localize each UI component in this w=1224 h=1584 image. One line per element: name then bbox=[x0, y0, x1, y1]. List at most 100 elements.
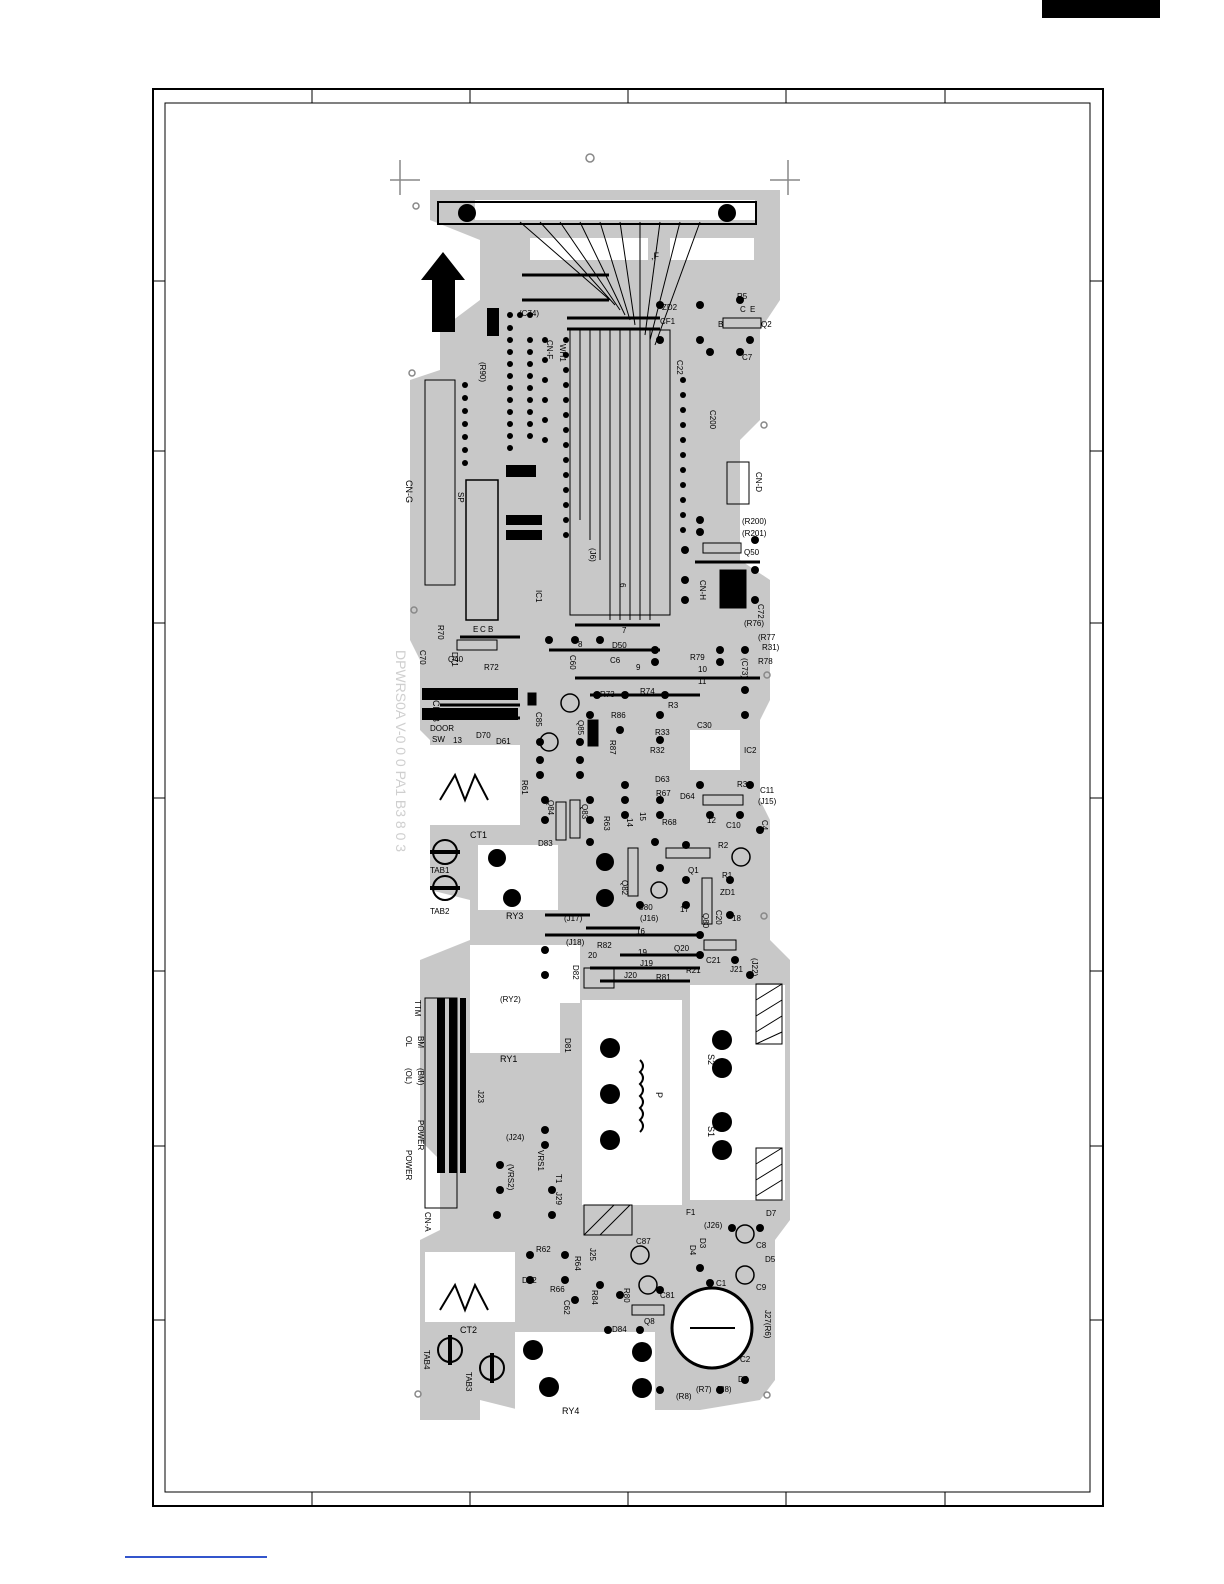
label-r63: R63 bbox=[602, 816, 611, 831]
label-d84: D84 bbox=[612, 1325, 627, 1334]
label-r3: R3 bbox=[668, 701, 679, 710]
label-d71: D71 bbox=[450, 652, 459, 667]
label-c11: C11 bbox=[760, 786, 775, 795]
corner-tab bbox=[1042, 0, 1160, 18]
label-r62: R62 bbox=[536, 1245, 551, 1254]
label-cn-g: CN-G bbox=[404, 480, 414, 503]
label-r77: (R77 bbox=[758, 633, 776, 642]
label-c6: C6 bbox=[610, 656, 621, 665]
power-strip bbox=[437, 998, 466, 1173]
label-r76: (R76) bbox=[744, 619, 764, 628]
label-c7: C7 bbox=[742, 353, 753, 362]
label-r200: (R200) bbox=[742, 517, 767, 526]
label-j17: (J17) bbox=[564, 914, 583, 923]
label-d50: D50 bbox=[612, 641, 627, 650]
label-power-1: POWER bbox=[416, 1120, 425, 1150]
small-capacitors bbox=[539, 693, 755, 1295]
label-r90: (R90) bbox=[478, 362, 487, 382]
label-r31b: R31) bbox=[762, 643, 780, 652]
label-r78: R78 bbox=[758, 657, 773, 666]
label-r7: (R7) bbox=[696, 1385, 712, 1394]
footer-link-underline[interactable] bbox=[125, 1556, 267, 1558]
label-c21: C21 bbox=[706, 956, 721, 965]
label-j26: (J26) bbox=[704, 1221, 723, 1230]
label-c87: C87 bbox=[636, 1237, 651, 1246]
label-j27: J27(R6) bbox=[763, 1310, 772, 1339]
label-d81: D81 bbox=[563, 1038, 572, 1053]
label-ry4: RY4 bbox=[562, 1406, 579, 1416]
label-n10: 10 bbox=[698, 665, 707, 674]
large-pads bbox=[488, 849, 732, 1398]
label-r70: R70 bbox=[436, 625, 445, 640]
label-q83: Q83 bbox=[580, 804, 589, 820]
label-ttm: TTM bbox=[413, 1000, 422, 1017]
label-door: DOOR bbox=[430, 724, 454, 733]
label-ct1: CT1 bbox=[470, 830, 487, 840]
label-r87: R87 bbox=[608, 740, 617, 755]
label-tab2: TAB2 bbox=[430, 907, 450, 916]
label-bm: BM bbox=[416, 1036, 425, 1048]
label-d83: D83 bbox=[538, 839, 553, 848]
label-r61: R61 bbox=[520, 780, 529, 795]
label-n18: 18 bbox=[732, 914, 741, 923]
label-d64: D64 bbox=[680, 792, 695, 801]
label-t1: T1 bbox=[554, 1174, 563, 1184]
label-n7: 7 bbox=[622, 626, 627, 635]
label-cf1: CF1 bbox=[660, 317, 676, 326]
label-c70: C70 bbox=[418, 650, 427, 665]
label-c2: C2 bbox=[740, 1355, 751, 1364]
terminal-tabs bbox=[430, 839, 505, 1383]
label-c30: C30 bbox=[697, 721, 712, 730]
component-pads bbox=[493, 296, 764, 1394]
label-j6: (J6) bbox=[588, 548, 597, 562]
label-c74: (C74) bbox=[519, 309, 539, 318]
resistor-array bbox=[462, 308, 548, 540]
label-j24: (J24) bbox=[506, 1133, 525, 1142]
label-j22: (J22) bbox=[750, 958, 759, 977]
label-c-q2: C bbox=[740, 305, 746, 314]
ct-coils bbox=[439, 772, 489, 1313]
label-j29: J29 bbox=[554, 1192, 563, 1205]
label-r32: R32 bbox=[650, 746, 665, 755]
label-c22: C22 bbox=[675, 360, 684, 375]
label-cn-d: CN-D bbox=[754, 472, 763, 492]
label-d61: D61 bbox=[496, 737, 511, 746]
label-e-q40: E bbox=[473, 625, 478, 634]
label-q2: Q2 bbox=[761, 320, 772, 329]
label-b-q40: B bbox=[488, 625, 493, 634]
label-n9: 9 bbox=[636, 663, 641, 672]
label-tab4: TAB4 bbox=[422, 1350, 431, 1370]
ic1-pins bbox=[563, 337, 686, 538]
label-c200: C200 bbox=[708, 410, 717, 430]
component-labels: R5 ZD2 CF1 Q2 C7 (C74) (R90) CN-F WH1 C2… bbox=[404, 292, 780, 1416]
label-n12: 12 bbox=[707, 816, 716, 825]
label-c62: C62 bbox=[562, 1300, 571, 1315]
registration-marks bbox=[390, 153, 800, 1399]
label-q1: Q1 bbox=[688, 866, 699, 875]
label-q8: Q8 bbox=[644, 1317, 655, 1326]
label-r67: R67 bbox=[656, 789, 671, 798]
label-r74: R74 bbox=[640, 687, 655, 696]
label-r80: R80 bbox=[622, 1288, 631, 1303]
label-b-q2: B bbox=[718, 320, 723, 329]
label-r86: R86 bbox=[611, 711, 626, 720]
power-connector bbox=[424, 997, 458, 1209]
label-r79: R79 bbox=[690, 653, 705, 662]
label-c1: C1 bbox=[716, 1279, 727, 1288]
hatched-blocks bbox=[583, 967, 783, 1236]
label-j21: J21 bbox=[730, 965, 743, 974]
label-zd1: ZD1 bbox=[720, 888, 736, 897]
label-f1: F1 bbox=[686, 1208, 696, 1217]
label-q80: Q80 bbox=[701, 913, 710, 929]
label-n8: 8 bbox=[578, 640, 583, 649]
label-r1: R1 bbox=[722, 871, 733, 880]
label-c72: C72 bbox=[756, 604, 765, 619]
label-d82: D82 bbox=[571, 965, 580, 980]
label-c4: C4 bbox=[760, 820, 769, 831]
label-wh1: WH1 bbox=[558, 344, 567, 362]
coil-p bbox=[638, 1059, 644, 1133]
label-r21: R21 bbox=[686, 966, 701, 975]
label-r82: R82 bbox=[597, 941, 612, 950]
label-vrs1: VRS1 bbox=[536, 1150, 545, 1171]
sp-element bbox=[465, 479, 499, 621]
